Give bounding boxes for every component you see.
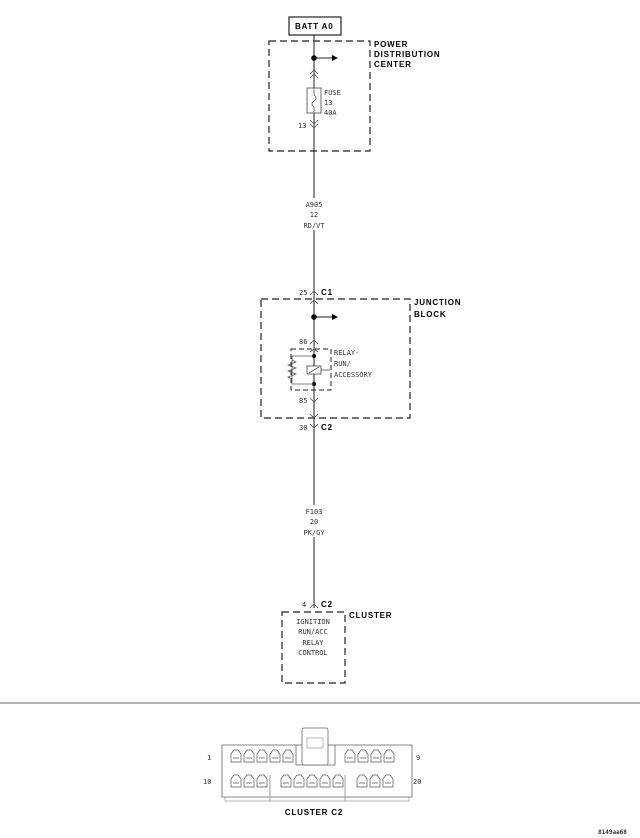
terminal-cavity	[370, 749, 382, 763]
terminal-cavity	[306, 774, 318, 788]
arrow-icon	[332, 314, 338, 320]
fuse-number: 13	[324, 99, 332, 107]
wire-label-bg	[300, 198, 328, 230]
c2-pin: 30	[299, 424, 307, 432]
connector-face-view	[221, 727, 413, 802]
cluster-function-2: RUN/ACC	[298, 628, 328, 636]
connector-chevron-icon	[309, 339, 319, 345]
connector-chevron-icon	[309, 299, 319, 305]
terminal-cavity	[356, 774, 368, 788]
jb-label-1: JUNCTION	[414, 298, 461, 307]
wire-2-circuit: F103	[306, 508, 323, 516]
terminal-cavity	[256, 774, 268, 788]
wire-1-circuit: A905	[306, 201, 323, 209]
relay-coil-slash	[308, 366, 320, 374]
pin-label-9: 9	[416, 754, 420, 762]
wire-2-color: PK/GY	[303, 529, 325, 537]
terminal-cavity	[230, 749, 242, 763]
terminal-cavity	[243, 749, 255, 763]
terminal-cavity	[256, 749, 268, 763]
terminal-cavity	[369, 774, 381, 788]
pdc-label-2: DISTRIBUTION	[374, 50, 441, 59]
power-distribution-center-box	[268, 40, 371, 152]
connector-chevron-icon	[309, 413, 319, 419]
terminal-cavity	[243, 774, 255, 788]
terminal-cavity	[357, 749, 369, 763]
wire-1-gauge: 12	[310, 211, 318, 219]
fuse-element-icon	[311, 88, 317, 113]
terminal-cavity	[383, 749, 395, 763]
fuse-pin: 13	[298, 122, 306, 130]
connector-chevron-icon	[309, 603, 319, 609]
fuse-rating: 40A	[324, 109, 337, 117]
cluster-function-3: RELAY	[302, 639, 324, 647]
junction-block-box	[260, 298, 411, 419]
jb-label-2: BLOCK	[414, 310, 446, 319]
cluster-box	[281, 611, 346, 684]
connector-chevron-icon	[309, 69, 319, 79]
relay-box	[290, 348, 332, 391]
wire-label-bg	[300, 505, 328, 537]
pin-label-10: 10	[203, 778, 211, 786]
connector-chevron-icon	[309, 119, 319, 129]
cluster-function-4: CONTROL	[298, 649, 328, 657]
cluster-connector: C2	[321, 600, 333, 609]
pdc-label-3: CENTER	[374, 60, 412, 69]
connector-chevron-icon	[309, 348, 319, 353]
terminal-cavity	[230, 774, 242, 788]
figure-id: 8149aa68	[598, 829, 627, 836]
resistor-icon	[286, 359, 298, 380]
terminal-cavity	[293, 774, 305, 788]
pin-label-20: 20	[413, 778, 421, 786]
fuse-label: FUSE	[324, 89, 341, 97]
relay-label-3: ACCESSORY	[334, 371, 373, 379]
cluster-function-1: IGNITION	[296, 618, 330, 626]
terminal-cavity	[344, 749, 356, 763]
relay-pin-85: 85	[299, 397, 307, 405]
terminal-cavity	[319, 774, 331, 788]
pdc-label-1: POWER	[374, 40, 408, 49]
c1-label: C1	[321, 288, 333, 297]
relay-pin-86: 86	[299, 338, 307, 346]
terminal-cavity	[282, 749, 294, 763]
relay-label-2: RUN/	[334, 360, 351, 368]
source-box	[288, 16, 342, 36]
terminal-cavity	[332, 774, 344, 788]
pin-label-1: 1	[207, 754, 211, 762]
relay-label-1: RELAY-	[334, 349, 359, 357]
terminal-cavity	[382, 774, 394, 788]
connector-chevron-icon	[309, 397, 319, 403]
c1-pin: 25	[299, 289, 307, 297]
source-label: BATT A0	[295, 22, 334, 31]
terminal-cavity	[280, 774, 292, 788]
cluster-pin: 4	[302, 601, 306, 609]
connector-chevron-icon	[309, 423, 319, 429]
connector-title: CLUSTER C2	[285, 808, 343, 817]
c2-label: C2	[321, 423, 333, 432]
arrow-icon	[332, 55, 338, 61]
relay-resistor-path	[291, 355, 314, 385]
terminal-cavity	[269, 749, 281, 763]
connector-chevron-icon	[309, 290, 319, 296]
wire-1-color: RD/VT	[303, 222, 325, 230]
wire-2-gauge: 20	[310, 518, 318, 526]
cluster-label: CLUSTER	[349, 611, 392, 620]
